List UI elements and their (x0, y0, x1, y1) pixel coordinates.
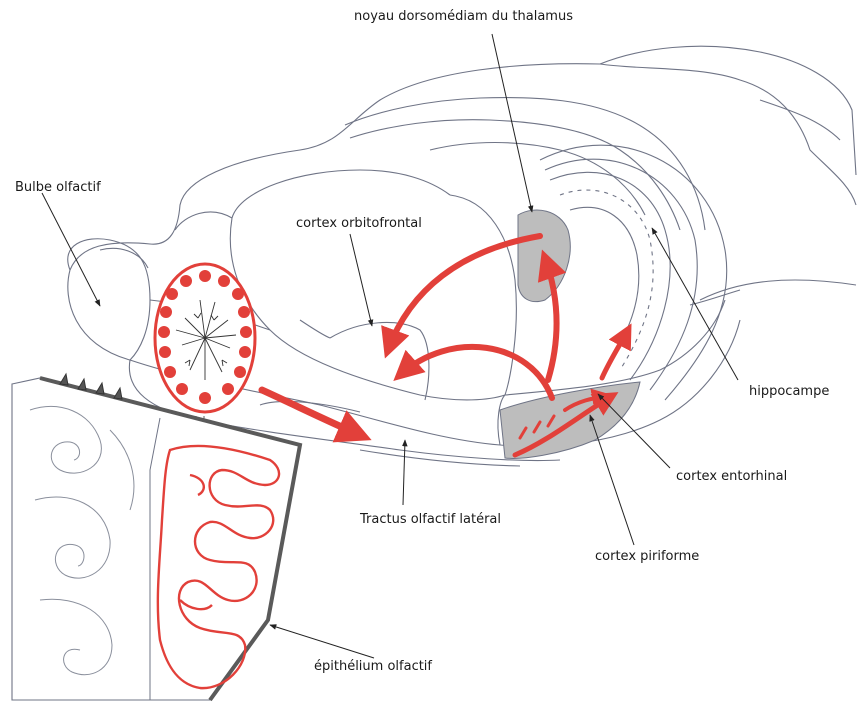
label-piriform-cortex: cortex piriforme (595, 549, 699, 564)
pathway-arrows (262, 236, 628, 455)
arrow-to-hippocampus (602, 330, 628, 378)
arrow-thalamus-to-orbitofrontal (388, 236, 540, 350)
label-dorsomedial-thalamus: noyau dorsomédiam du thalamus (354, 9, 573, 24)
label-lateral-olfactory-tract: Tractus olfactif latéral (360, 512, 501, 527)
arrow-piriform-to-orbitofrontal (400, 347, 552, 398)
label-olfactory-bulb: Bulbe olfactif (15, 180, 101, 195)
label-olfactory-epithelium: épithélium olfactif (314, 659, 432, 674)
olfactory-epithelium-block (12, 374, 300, 700)
label-entorhinal-cortex: cortex entorhinal (676, 469, 787, 484)
label-hippocampus: hippocampe (749, 384, 829, 399)
label-orbitofrontal-cortex: cortex orbitofrontal (296, 216, 422, 231)
arrow-bulb-to-lot (262, 390, 362, 436)
olfactory-bulb-detail (155, 264, 255, 426)
